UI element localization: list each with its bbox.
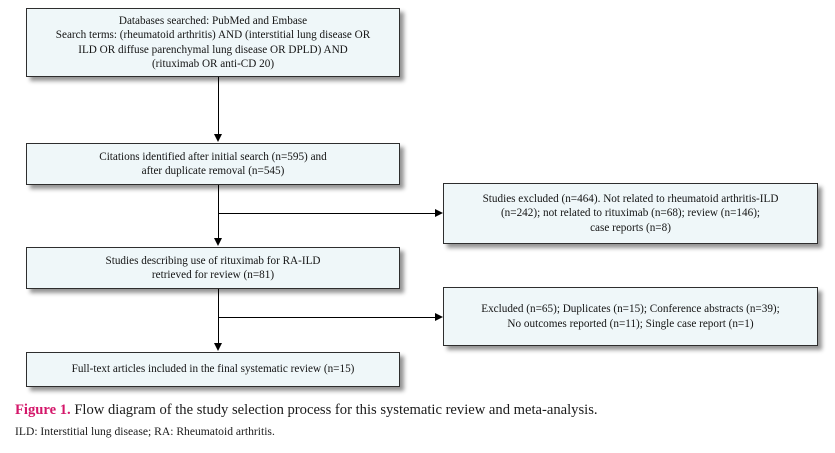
articles-included-line-1: Full-text articles included in the final… [71, 363, 355, 376]
search-strategy-box: Databases searched: PubMed and Embase Se… [26, 8, 400, 77]
citations-identified-box: Citations identified after initial searc… [26, 143, 400, 185]
figure-label: Figure 1. [15, 402, 71, 418]
arrowhead-down-retrieved [214, 238, 222, 246]
arrowhead-down-included [214, 343, 222, 351]
records-excluded-line-1: Excluded (n=65); Duplicates (n=15); Conf… [481, 303, 780, 316]
records-excluded-box: Excluded (n=65); Duplicates (n=15); Conf… [443, 287, 818, 346]
studies-excluded-box: Studies excluded (n=464). Not related to… [443, 183, 818, 244]
citations-identified-line-1: Citations identified after initial searc… [99, 150, 327, 163]
articles-included-box: Full-text articles included in the final… [26, 352, 400, 387]
studies-retrieved-line-1: Studies describing use of rituximab for … [105, 254, 321, 267]
studies-retrieved-line-2: retrieved for review (n=81) [151, 269, 275, 281]
studies-excluded-line-3: case reports (n=8) [590, 221, 671, 234]
connector-branch-to-excluded-1 [218, 213, 435, 214]
search-strategy-line-3: ILD OR diffuse parenchymal lung disease … [78, 43, 348, 56]
search-strategy-line-2: Search terms: (rheumatoid arthritis) AND… [55, 29, 371, 42]
figure-caption-text: Flow diagram of the study selection proc… [70, 402, 598, 418]
search-strategy-line-1: Databases searched: PubMed and Embase [118, 15, 308, 28]
studies-excluded-line-1: Studies excluded (n=464). Not related to… [482, 193, 779, 206]
connector-citations-to-retrieved [218, 185, 219, 239]
search-strategy-line-4: (rituximab OR anti-CD 20) [151, 57, 275, 70]
arrowhead-down-citations [214, 134, 222, 142]
arrowhead-right-excluded-1 [435, 209, 443, 217]
figure-footnote: ILD: Interstitial lung disease; RA: Rheu… [15, 425, 275, 438]
records-excluded-line-2: No outcomes reported (n=11); Single case… [507, 317, 754, 330]
connector-retrieved-to-included [218, 289, 219, 344]
arrowhead-right-excluded-2 [435, 313, 443, 321]
citations-identified-line-2: after duplicate removal (n=545) [141, 165, 285, 177]
figure-caption: Figure 1. Flow diagram of the study sele… [15, 401, 825, 420]
connector-search-to-citations [218, 77, 219, 135]
connector-branch-to-excluded-2 [218, 317, 435, 318]
studies-retrieved-box: Studies describing use of rituximab for … [26, 247, 400, 289]
studies-excluded-line-2: (n=242); not related to rituximab (n=68)… [500, 207, 761, 220]
